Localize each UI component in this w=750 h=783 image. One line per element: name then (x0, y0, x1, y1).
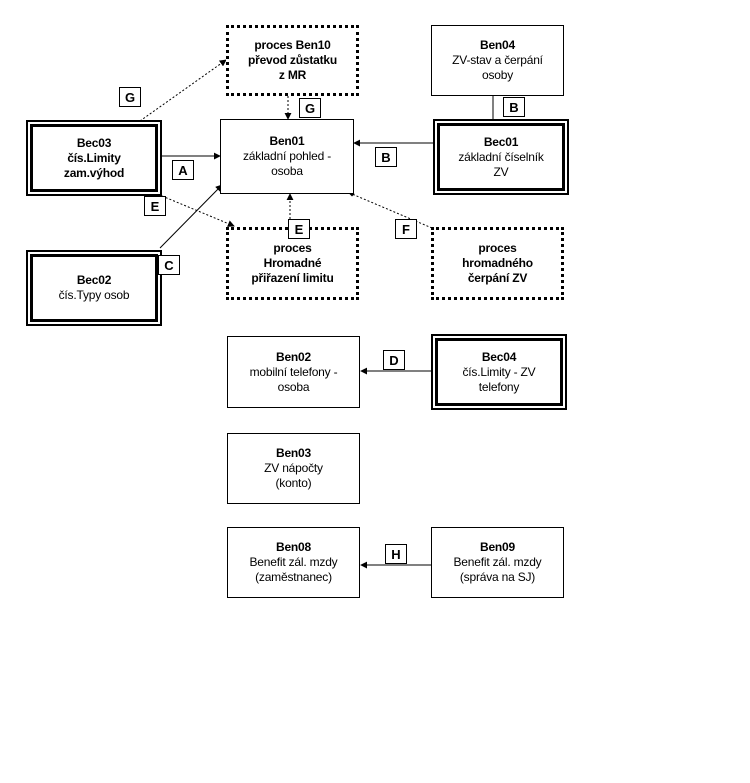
node-text: osoba (277, 379, 310, 394)
node-text: mobilní telefony - (249, 364, 338, 379)
node-text: z MR (278, 68, 307, 82)
node-text: telefony (478, 379, 520, 394)
node-process-hromadne-cerpani[interactable]: proces hromadného čerpání ZV (431, 227, 564, 300)
node-ben08[interactable]: Ben08 Benefit zál. mzdy (zaměstnanec) (227, 527, 360, 598)
node-title: Ben02 (275, 349, 312, 364)
node-bec02[interactable]: Bec02 čís.Typy osob (26, 250, 162, 326)
node-text: čís.Typy osob (58, 288, 130, 302)
node-text: Hromadné (263, 256, 322, 270)
node-text: (zaměstnanec) (255, 570, 332, 584)
node-title: Ben08 (275, 540, 312, 554)
tag-g-ben10-ben01: G (299, 98, 321, 118)
node-title: Bec04 (481, 349, 517, 364)
node-bec01[interactable]: Bec01 základní číselník ZV (433, 119, 569, 195)
node-title: Bec02 (76, 273, 112, 287)
node-text: zam.výhod (63, 165, 125, 180)
node-text: základní číselník (458, 149, 544, 164)
tag-f-hrom-cerp-ben01: F (395, 219, 417, 239)
node-text: čís.Limity - ZV (462, 364, 536, 379)
node-text: proces (273, 241, 312, 255)
node-ben02[interactable]: Ben02 mobilní telefony - osoba (227, 336, 360, 408)
tag-b-bec01-ben01: B (375, 147, 397, 167)
node-title: proces Ben10 (254, 38, 331, 52)
node-text: ZV (493, 164, 509, 179)
node-title: Ben03 (275, 446, 312, 460)
node-text: ZV nápočty (264, 461, 323, 475)
node-ben01[interactable]: Ben01 základní pohled - osoba (220, 119, 354, 194)
tag-g-bec03-ben10: G (119, 87, 141, 107)
tag-h-ben09-ben08: H (385, 544, 407, 564)
node-title: Bec01 (483, 134, 519, 149)
node-title: Ben09 (479, 540, 516, 554)
node-text: hromadného (462, 256, 533, 270)
node-process-hromadne-prirazeni[interactable]: proces Hromadné přiřazení limitu (226, 227, 359, 300)
node-bec04[interactable]: Bec04 čís.Limity - ZV telefony (431, 334, 567, 410)
node-text: čerpání ZV (467, 271, 528, 285)
tag-a-bec03-ben01: A (172, 160, 194, 180)
link-bec02-ben01 (159, 184, 223, 249)
node-text: (správa na SJ) (459, 570, 536, 584)
node-process-ben10[interactable]: proces Ben10 převod zůstatku z MR (226, 25, 359, 96)
node-text: (konto) (275, 476, 312, 490)
link-bec03-ben10 (139, 59, 227, 122)
node-title: Ben01 (269, 134, 305, 148)
node-text: Benefit zál. mzdy (249, 555, 338, 569)
node-title: Bec03 (76, 135, 112, 150)
node-text: ZV-stav a čerpání (452, 53, 543, 67)
node-text: osoby (481, 68, 514, 82)
tag-b-bec01-ben04: B (503, 97, 525, 117)
tag-c-bec02-ben01: C (158, 255, 180, 275)
tag-e-hrom-ben01: E (288, 219, 310, 239)
tag-d-bec04-ben02: D (383, 350, 405, 370)
link-hrom-cerp-ben01 (349, 191, 433, 229)
node-ben03[interactable]: Ben03 ZV nápočty (konto) (227, 433, 360, 504)
node-text: přiřazení limitu (251, 271, 334, 285)
node-ben04[interactable]: Ben04 ZV-stav a čerpání osoby (431, 25, 564, 96)
node-text: základní pohled - (243, 149, 331, 163)
tag-e-bec03-hrom: E (144, 196, 166, 216)
node-text: čís.Limity (67, 150, 121, 165)
node-text: proces (478, 241, 517, 255)
node-text: osoba (271, 164, 303, 178)
node-ben09[interactable]: Ben09 Benefit zál. mzdy (správa na SJ) (431, 527, 564, 598)
node-text: Benefit zál. mzdy (453, 555, 542, 569)
node-bec03[interactable]: Bec03 čís.Limity zam.výhod (26, 120, 162, 196)
node-title: Ben04 (479, 38, 516, 52)
node-text: převod zůstatku (247, 53, 338, 67)
link-bec03-hrom-limit (161, 195, 235, 227)
